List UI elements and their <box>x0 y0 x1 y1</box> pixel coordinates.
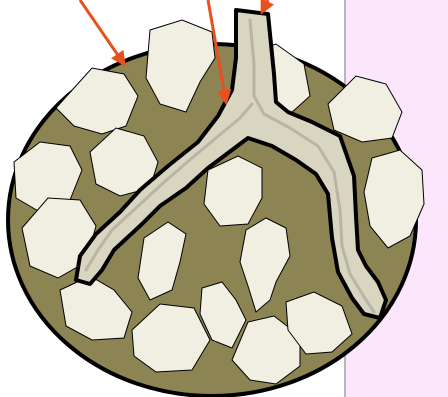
arrow <box>262 0 268 12</box>
arrow <box>80 0 124 64</box>
